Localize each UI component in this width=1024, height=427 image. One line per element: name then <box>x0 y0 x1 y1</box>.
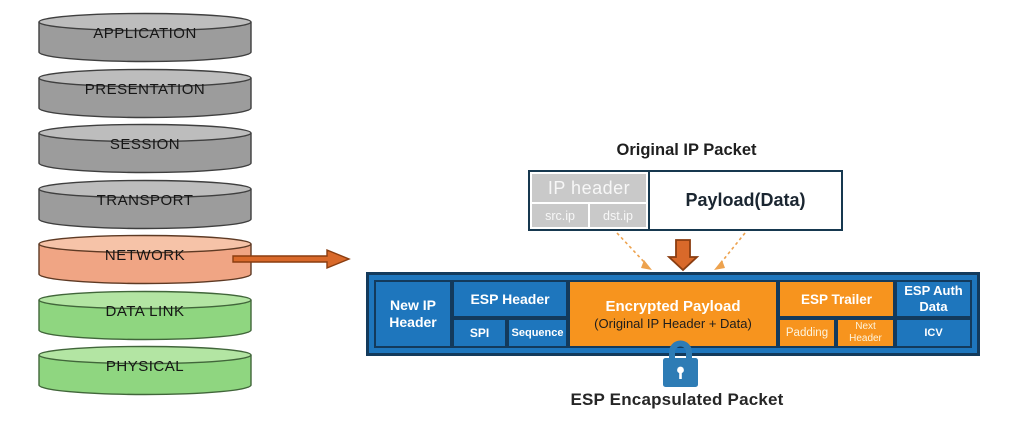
osi-layer-data-link: DATA LINK <box>37 290 253 342</box>
cylinder-shape <box>38 12 252 63</box>
encrypted-payload-subtitle: (Original IP Header + Data) <box>594 315 752 331</box>
sequence-cell: Sequence <box>507 318 568 348</box>
encrypted-payload-title: Encrypted Payload <box>605 297 741 315</box>
osi-layer-presentation: PRESENTATION <box>37 68 253 120</box>
lock-icon <box>663 340 698 387</box>
osi-layer-transport: TRANSPORT <box>37 179 253 231</box>
osi-layer-label: TRANSPORT <box>96 191 194 209</box>
osi-layer-session: SESSION <box>37 123 253 175</box>
original-ip-packet-box: IP header src.ip dst.ip Payload(Data) <box>528 170 843 231</box>
esp-header-cell: ESP Header <box>452 280 568 318</box>
cylinder-shape <box>38 290 252 340</box>
dst-ip-cell: dst.ip <box>590 204 646 227</box>
dashed-arrowhead-left <box>641 260 652 270</box>
encapsulation-connectors <box>616 232 746 272</box>
esp-header-subrow: SPI Sequence <box>452 318 568 348</box>
osi-layer-network: NETWORK <box>37 234 253 286</box>
encrypted-payload-cell: Encrypted Payload (Original IP Header + … <box>568 280 778 348</box>
esp-caption: ESP Encapsulated Packet <box>570 390 784 409</box>
esp-header-group: ESP Header SPI Sequence <box>452 280 568 348</box>
payload-cell: Payload(Data) <box>650 172 841 229</box>
esp-trailer-subrow: Padding Next Header <box>778 318 895 348</box>
osi-layer-label: PHYSICAL <box>105 358 185 375</box>
spi-cell: SPI <box>452 318 507 348</box>
ip-header-column: IP header src.ip dst.ip <box>530 172 650 229</box>
src-ip-cell: src.ip <box>532 204 588 227</box>
next-header-cell: Next Header <box>836 318 895 348</box>
new-ip-header-cell: New IP Header <box>374 280 452 348</box>
esp-auth-subrow: ICV <box>895 318 972 348</box>
cylinder-shape <box>38 123 252 174</box>
osi-layer-label: PRESENTATION <box>84 80 206 98</box>
ip-header-cell: IP header <box>532 174 646 203</box>
padding-cell: Padding <box>778 318 836 348</box>
osi-layer-label: SESSION <box>109 136 181 153</box>
dashed-connector-left <box>616 232 647 265</box>
osi-layer-label: NETWORK <box>104 247 186 264</box>
dashed-arrowhead-right <box>714 260 725 270</box>
esp-auth-group: ESP Auth Data ICV <box>895 280 972 348</box>
esp-trailer-group: ESP Trailer Padding Next Header <box>778 280 895 348</box>
cylinder-shape <box>38 345 252 396</box>
osi-layer-stack: APPLICATION PRESENTATION SESSION TRANSPORT N… <box>37 12 253 402</box>
cylinder-shape <box>38 234 252 285</box>
cylinder-shape <box>38 179 252 229</box>
original-packet-title: Original IP Packet <box>616 141 757 159</box>
ip-address-row: src.ip dst.ip <box>532 204 646 227</box>
esp-trailer-cell: ESP Trailer <box>778 280 895 318</box>
icv-cell: ICV <box>895 318 972 348</box>
osi-layer-label: DATA LINK <box>105 302 185 320</box>
right-arrow-icon <box>232 248 351 270</box>
esp-auth-data-cell: ESP Auth Data <box>895 280 972 318</box>
osi-layer-label: APPLICATION <box>93 25 197 42</box>
down-arrow-icon <box>666 239 700 272</box>
cylinder-shape <box>38 68 252 118</box>
osi-layer-physical: PHYSICAL <box>37 345 253 397</box>
osi-layer-application: APPLICATION <box>37 12 253 64</box>
dashed-connector-right <box>719 232 746 265</box>
